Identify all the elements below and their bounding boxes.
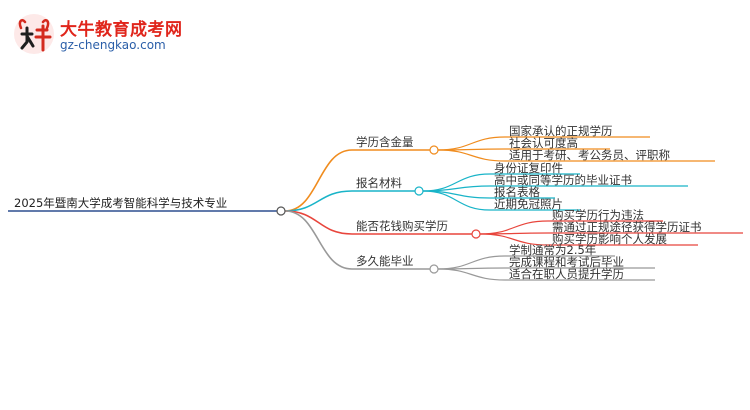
leaf-label[interactable]: 近期免冠照片 [494,197,563,211]
branch-collapse-icon[interactable] [414,186,424,196]
leaf-label[interactable]: 报名表格 [494,185,540,199]
leaf-edge [422,190,491,211]
leaf-label[interactable]: 高中或同等学历的毕业证书 [494,173,632,187]
branch-label[interactable]: 报名材料 [356,176,402,190]
branch-label[interactable]: 学历含金量 [356,135,414,149]
site-name: 大牛教育成考网 [60,20,183,40]
leaf-edge [437,268,506,281]
branch-edge [284,190,353,212]
branch-collapse-icon[interactable] [429,145,439,155]
leaf-label[interactable]: 国家承认的正规学历 [509,124,613,138]
bull-logo-icon [14,14,54,54]
leaf-label[interactable]: 身份证复印件 [494,161,563,175]
site-url: gz-chengkao.com [60,38,166,52]
site-logo[interactable]: 大牛教育成考网 gz-chengkao.com [12,12,182,58]
branch-edge [284,210,353,235]
leaf-edge [479,233,549,246]
leaf-edge [479,220,549,235]
leaf-label[interactable]: 购买学历行为违法 [552,208,644,222]
leaf-edge [437,136,506,151]
branch-edge [284,149,353,212]
leaf-label[interactable]: 适用于考研、考公务员、评职称 [509,148,670,162]
leaf-label[interactable]: 适合在职人员提升学历 [509,267,624,281]
branch-edge [284,210,353,270]
leaf-label[interactable]: 购买学历影响个人发展 [552,232,667,246]
leaf-edge [437,149,506,162]
root-collapse-icon[interactable] [276,206,286,216]
leaf-label[interactable]: 学制通常为2.5年 [509,243,596,257]
leaf-edge [437,255,506,270]
branch-collapse-icon[interactable] [429,264,439,274]
leaf-edge [422,185,491,192]
root-label: 2025年暨南大学成考智能科学与技术专业 [14,196,227,210]
branch-collapse-icon[interactable] [471,229,481,239]
branch-label[interactable]: 能否花钱购买学历 [356,219,448,233]
leaf-label[interactable]: 需通过正规途径获得学历证书 [552,220,702,234]
leaf-label[interactable]: 社会认可度高 [509,136,578,150]
branch-label[interactable]: 多久能毕业 [356,254,414,268]
leaf-label[interactable]: 完成课程和考试后毕业 [509,255,624,269]
